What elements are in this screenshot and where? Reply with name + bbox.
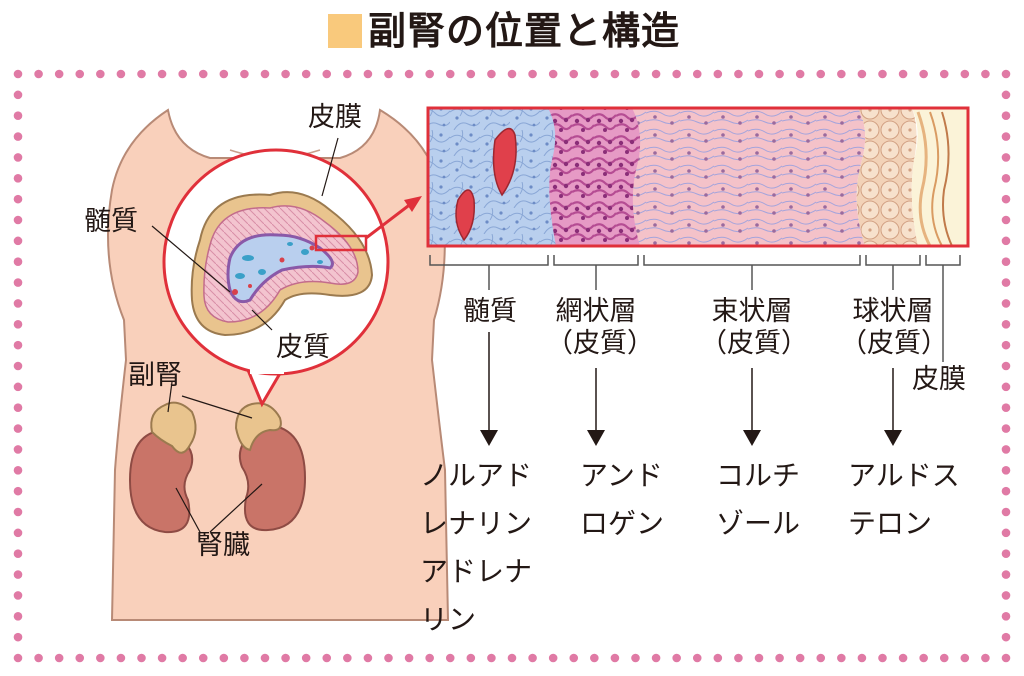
layer-fasciculata-label: 束状層 （皮質） <box>700 296 808 359</box>
leader-lines <box>151 137 339 533</box>
layer-brackets <box>429 255 961 362</box>
hormone-cortisol: コルチ ゾール <box>716 459 801 540</box>
layer-glomerulosa-label: 球状層 （皮質） <box>840 296 948 359</box>
layer-reticularis-label: 網状層 （皮質） <box>546 296 654 359</box>
arrow-down-icon <box>884 430 902 446</box>
dotted-border <box>13 69 1011 663</box>
layer-capsule-label: 皮膜 <box>912 364 966 395</box>
hormone-androgen: アンド ロゲン <box>580 459 665 540</box>
tissue-panel <box>426 106 970 248</box>
label-adrenal: 副腎 <box>128 360 182 391</box>
right-adrenal <box>234 402 282 452</box>
label-cortex: 皮質 <box>276 332 330 363</box>
zoom-source-box <box>314 234 368 252</box>
hormone-arrows <box>488 332 894 432</box>
right-kidney <box>238 423 307 532</box>
left-kidney <box>128 428 194 534</box>
left-adrenal <box>150 401 197 454</box>
zoom-arrow-icon <box>404 196 422 212</box>
layer-medulla-label: 髄質 <box>463 296 517 327</box>
arrow-down-icon <box>480 430 498 446</box>
arrow-down-icon <box>743 430 761 446</box>
title-square-icon <box>328 14 362 48</box>
hormone-noradrenaline: ノルアド レナリン <box>420 459 533 540</box>
label-medulla-left: 髄質 <box>84 206 138 237</box>
page-title: 副腎の位置と構造 <box>368 9 681 53</box>
title-bar: 副腎の位置と構造 <box>328 8 680 54</box>
arrow-down-icon <box>587 430 605 446</box>
hormone-adrenaline: アドレナ リン <box>420 555 533 636</box>
hormone-aldosterone: アルドス テロン <box>848 459 960 540</box>
label-capsule-top: 皮膜 <box>308 102 362 133</box>
label-kidney: 腎臓 <box>196 530 250 561</box>
